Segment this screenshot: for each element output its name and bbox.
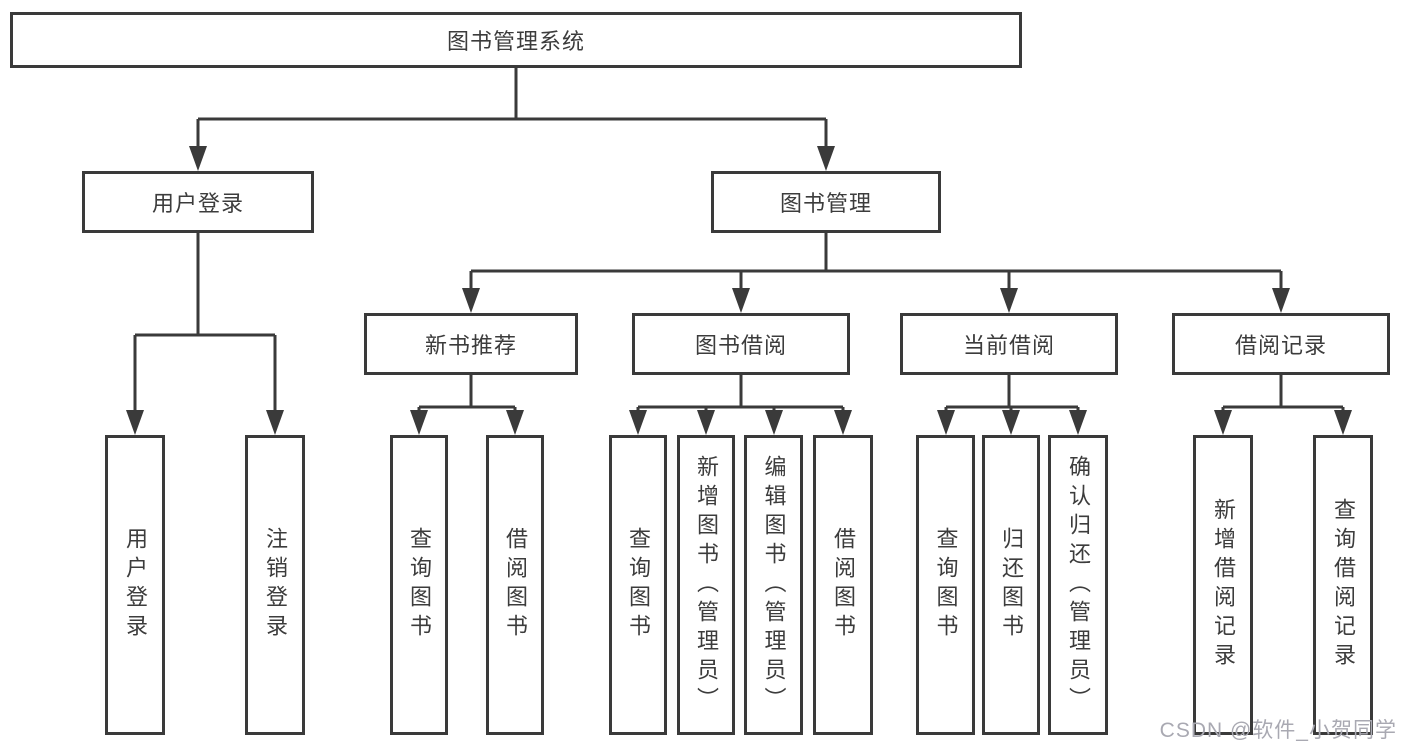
node-new-book-recommend: 新书推荐 [364, 313, 578, 375]
node-book-management: 图书管理 [711, 171, 941, 233]
leaf-borrow-books: 借阅图书 [813, 435, 873, 735]
leaf-query-books-recommend: 查询图书 [390, 435, 448, 735]
watermark-text: CSDN @软件_小贺同学 [1159, 719, 1397, 742]
node-user-login: 用户登录 [82, 171, 314, 233]
leaf-add-book-admin: 新增图书（管理员） [677, 435, 735, 735]
node-book-borrow: 图书借阅 [632, 313, 850, 375]
leaf-query-books-borrow: 查询图书 [609, 435, 667, 735]
node-root: 图书管理系统 [10, 12, 1022, 68]
leaf-return-book: 归还图书 [982, 435, 1040, 735]
leaf-query-borrow-record: 查询借阅记录 [1313, 435, 1373, 735]
leaf-add-borrow-record: 新增借阅记录 [1193, 435, 1253, 735]
leaf-borrow-books-recommend: 借阅图书 [486, 435, 544, 735]
node-borrow-records: 借阅记录 [1172, 313, 1390, 375]
node-current-borrow: 当前借阅 [900, 313, 1118, 375]
leaf-confirm-return-admin: 确认归还（管理员） [1048, 435, 1108, 735]
leaf-edit-book-admin: 编辑图书（管理员） [744, 435, 803, 735]
leaf-logout: 注销登录 [245, 435, 305, 735]
leaf-query-books-current: 查询图书 [916, 435, 975, 735]
leaf-user-login: 用户登录 [105, 435, 165, 735]
